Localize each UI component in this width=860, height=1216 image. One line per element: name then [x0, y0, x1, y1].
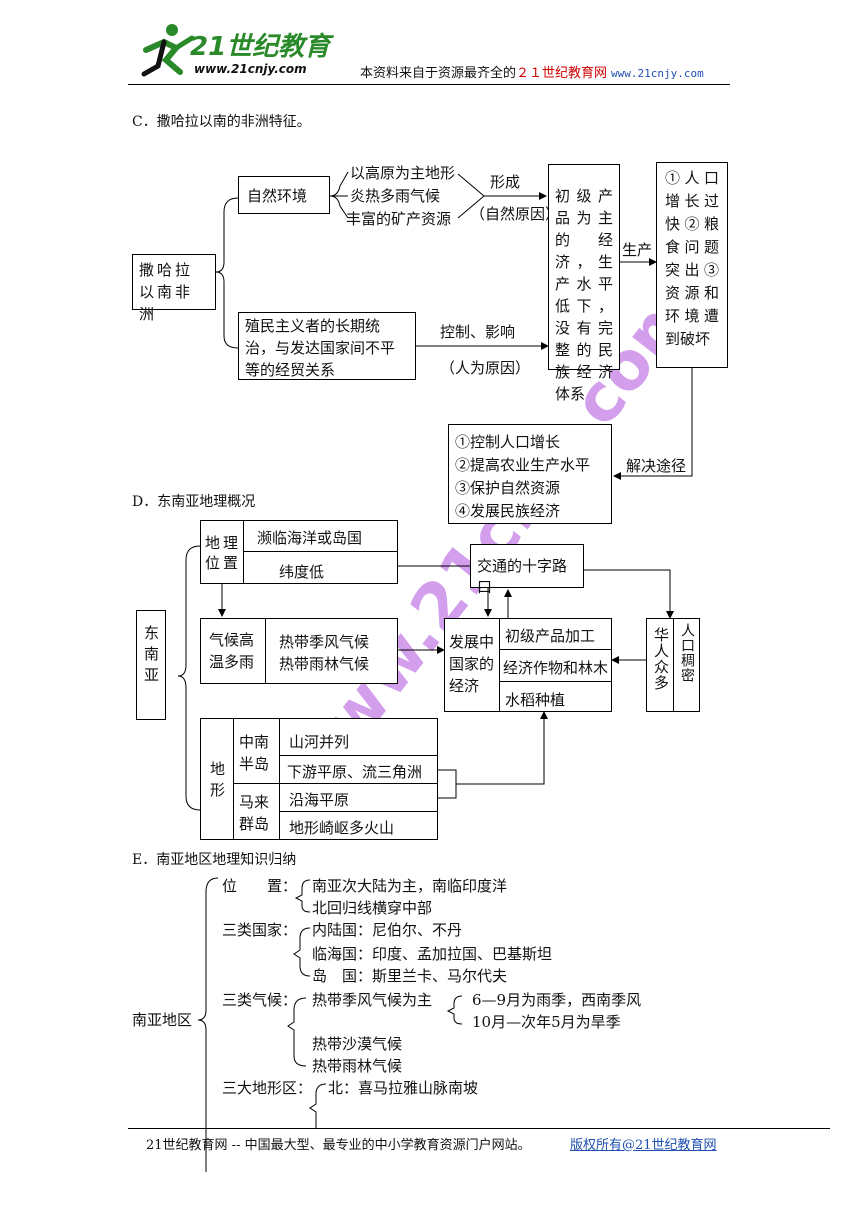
indochina-item-1: 山河并列 [289, 733, 350, 751]
colonial-box: 殖民主义者的长期统治，与发达国家间不平等的经贸关系 [238, 312, 416, 380]
malay-item-1: 沿海平原 [289, 791, 350, 809]
sahara-root-box: 撒哈拉以南非洲 [132, 254, 216, 323]
dev-econ-box: 发展中国家的经济 初级产品加工 经济作物和林木 水稻种植 [444, 618, 612, 712]
natural-env-label: 自然环境 [247, 187, 308, 205]
climate-item-2: 热带雨林气候 [279, 655, 370, 673]
dev-label: 发展中国家的经济 [449, 633, 495, 695]
malay-item-2: 地形崎岖多火山 [289, 819, 395, 837]
problems-label: ①人口增长过快②粮食问题突出③资源和环境遭到破坏 [665, 169, 719, 348]
solution-4: ④发展民族经济 [455, 502, 561, 520]
econ-item-2: 经济作物和林木 [503, 659, 609, 677]
crossroads-box: 交通的十字路口 [470, 544, 584, 596]
footer-divider [128, 1128, 830, 1129]
colonial-label: 殖民主义者的长期统治，与发达国家间不平等的经贸关系 [245, 317, 396, 379]
climate-other-1: 热带沙漠气候 [312, 1035, 403, 1053]
climate-other-2: 热带雨林气候 [312, 1057, 403, 1075]
crossroads-label: 交通的十字路口 [477, 557, 568, 596]
header-divider [128, 84, 730, 85]
terrain-divider-v2 [279, 719, 280, 839]
econ-item-3: 水稻种植 [505, 691, 566, 709]
countries-label: 三类国家： [222, 921, 298, 939]
natural-env-box: 自然环境 [238, 176, 330, 214]
terrain-divider-h1 [279, 755, 437, 756]
south-asia-root: 南亚地区 [132, 1011, 193, 1029]
control-label: 控制、影响 [440, 323, 516, 341]
climate-divider [265, 619, 266, 683]
logo-text: 21世纪教育 [190, 32, 331, 62]
section-d-title: D．东南亚地理概况 [132, 494, 256, 510]
sea-root-box: 东南亚 [136, 610, 166, 720]
terrain-e-item-1: 北：喜马拉雅山脉南坡 [328, 1079, 479, 1097]
geo-pos-label: 地理位置 [205, 534, 242, 572]
malay-label: 马来群岛 [239, 793, 270, 833]
runner-logo-icon [141, 24, 195, 77]
geo-pos-item-2: 纬度低 [279, 563, 325, 581]
indochina-label: 中南半岛 [239, 733, 270, 773]
population-box: 华人众多 人口稠密 [646, 618, 700, 712]
sea-root-label: 东南亚 [142, 625, 160, 688]
economy-box: 初级产品为主的经济，生产水平低下，没有完整的民族经济体系 [548, 164, 620, 403]
geo-pos-divider-v [243, 521, 244, 583]
countries-item-2: 临海国：印度、孟加拉国、巴基斯坦 [312, 945, 553, 963]
indochina-item-2: 下游平原、流三角洲 [287, 763, 423, 781]
terrain-divider-h2 [233, 783, 437, 784]
header-note-brand[interactable]: ２１世纪教育网 [516, 66, 608, 81]
solution-2: ②提高农业生产水平 [455, 456, 591, 474]
geo-pos-item-1: 濒临海洋或岛国 [257, 529, 363, 547]
header-note-url[interactable]: www.21cnjy.com [611, 67, 704, 80]
climate-box: 气候高温多雨 热带季风气候 热带雨林气候 [200, 618, 398, 684]
logo: 21世纪教育 www.21cnjy.com [136, 20, 336, 80]
econ-item-1: 初级产品加工 [505, 627, 596, 645]
solution-1: ①控制人口增长 [455, 433, 561, 451]
dev-divider-h2 [499, 681, 611, 682]
logo-url: www.21cnjy.com [194, 62, 307, 76]
nat-item-3: 丰富的矿产资源 [346, 210, 452, 228]
terrain-box: 地形 中南半岛 山河并列 下游平原、流三角洲 马来群岛 沿海平原 地形崎岖多火山 [200, 718, 438, 840]
position-item-2: 北回归线横穿中部 [312, 899, 433, 917]
population-divider [673, 619, 674, 711]
chinese-label: 华人众多 [652, 627, 670, 691]
problems-box: ①人口增长过快②粮食问题突出③资源和环境遭到破坏 [656, 162, 728, 368]
terrain-divider-h3 [279, 811, 437, 812]
footer-left: 21世纪教育网 -- 中国最大型、最专业的中小学教育资源门户网站。 [146, 1138, 531, 1153]
form-label: 形成 [490, 173, 521, 191]
terrain-label: 地形 [208, 761, 226, 803]
monsoon-item-1: 6—9月为雨季，西南季风 [472, 991, 642, 1009]
terrain-e-label: 三大地形区： [222, 1079, 313, 1097]
produce-label: 生产 [622, 241, 653, 259]
section-c-title: C．撒哈拉以南的非洲特征。 [132, 114, 311, 130]
human-cause-label: （人为原因） [440, 359, 531, 377]
dev-divider-v [499, 619, 500, 711]
sahara-root-label: 撒哈拉以南非洲 [139, 261, 194, 323]
countries-item-1: 内陆国：尼伯尔、不丹 [312, 921, 463, 939]
countries-item-3: 岛 国：斯里兰卡、马尔代夫 [312, 967, 508, 985]
header-note-prefix: 本资料来自于资源最齐全的 [360, 66, 517, 81]
climate-item-1: 热带季风气候 [279, 633, 370, 651]
solutions-box: ①控制人口增长 ②提高农业生产水平 ③保护自然资源 ④发展民族经济 [448, 424, 612, 524]
climate-e-label: 三类气候： [222, 991, 298, 1009]
nat-item-1: 以高原为主地形 [350, 164, 456, 182]
nat-item-2: 炎热多雨气候 [350, 187, 441, 205]
position-item-1: 南亚次大陆为主，南临印度洋 [312, 877, 508, 895]
population-label: 人口稠密 [679, 623, 695, 683]
footer-right[interactable]: 版权所有@21世纪教育网 [570, 1138, 717, 1153]
geo-pos-divider-h [243, 551, 397, 552]
section-e-title: E．南亚地区地理知识归纳 [132, 852, 297, 868]
climate-main: 热带季风气候为主 [312, 991, 433, 1009]
geo-pos-box: 地理位置 濒临海洋或岛国 纬度低 [200, 520, 398, 584]
position-label: 位 置： [222, 877, 298, 895]
dev-divider-h1 [499, 649, 611, 650]
monsoon-item-2: 10月—次年5月为旱季 [472, 1013, 621, 1031]
natural-cause-label: （自然原因） [470, 205, 561, 223]
terrain-divider-v1 [233, 719, 234, 839]
solve-label: 解决途径 [626, 457, 687, 475]
climate-label: 气候高温多雨 [209, 631, 255, 671]
economy-label: 初级产品为主的经济，生产水平低下，没有完整的民族经济体系 [555, 187, 613, 403]
solution-3: ③保护自然资源 [455, 479, 561, 497]
